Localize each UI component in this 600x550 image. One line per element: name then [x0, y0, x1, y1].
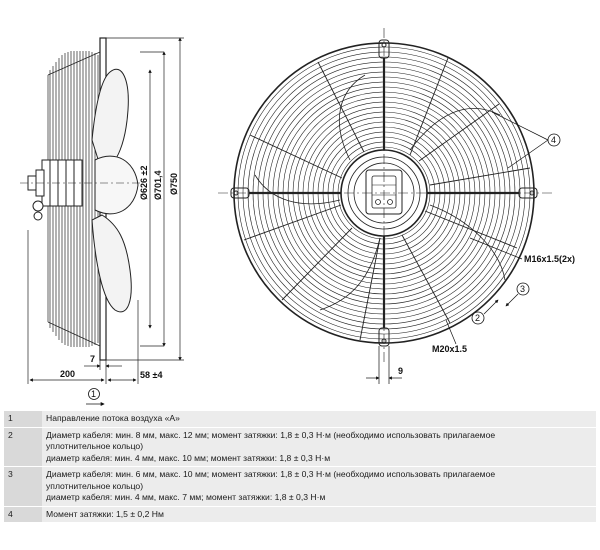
side-view [20, 37, 184, 384]
dim-9-lines [366, 346, 402, 384]
side-length-dims [27, 230, 139, 384]
dim-9: 9 [398, 366, 403, 376]
fan-technical-drawing: Ø626 ±2 Ø701,4 Ø750 200 7 58 ±4 1 [20, 28, 575, 406]
svg-text:3: 3 [520, 284, 525, 294]
svg-text:1: 1 [91, 389, 96, 399]
side-blade-upper [91, 68, 129, 173]
note-row: 1 Направление потока воздуха «А» [4, 411, 596, 427]
note-number: 1 [4, 411, 42, 427]
thread-m20-label: M20x1.5 [432, 344, 467, 354]
front-center-lines [218, 28, 552, 365]
dim-58: 58 ±4 [140, 370, 162, 380]
dim-7: 7 [90, 354, 95, 364]
side-blade-lower [91, 214, 132, 313]
note-row: 4 Момент затяжки: 1,5 ± 0,2 Нм [4, 506, 596, 522]
note-text: Диаметр кабеля: мин. 6 мм, макс. 10 мм; … [42, 467, 596, 506]
callout-2: 2 [471, 299, 499, 325]
front-view [218, 28, 552, 365]
airflow-direction-callout: 1 [86, 388, 105, 406]
note-number: 3 [4, 467, 42, 506]
note-line: диаметр кабеля: мин. 4 мм, макс. 10 мм; … [46, 452, 331, 463]
note-number: 2 [4, 427, 42, 466]
note-number: 4 [4, 506, 42, 522]
fan-blades [254, 74, 506, 311]
dim-701: Ø701,4 [153, 170, 163, 200]
note-text: Момент затяжки: 1,5 ± 0,2 Нм [42, 506, 596, 522]
svg-text:4: 4 [551, 135, 556, 145]
side-diameter-dims [106, 37, 184, 361]
thread-m16-label: M16x1.5(2x) [524, 254, 575, 264]
note-row: 2 Диаметр кабеля: мин. 8 мм, макс. 12 мм;… [4, 427, 596, 466]
callout-4: 4 [491, 111, 561, 169]
note-line: Диаметр кабеля: мин. 6 мм, макс. 10 мм; … [46, 469, 496, 479]
dim-750: Ø750 [169, 173, 179, 195]
note-line: Направление потока воздуха «А» [46, 413, 180, 423]
note-text: Диаметр кабеля: мин. 8 мм, макс. 12 мм; … [42, 427, 596, 466]
dim-626: Ø626 ±2 [139, 166, 149, 200]
note-text: Направление потока воздуха «А» [42, 411, 596, 427]
guard-radial-wires [243, 57, 531, 341]
note-line: диаметр кабеля: мин. 4 мм, макс. 7 мм; м… [46, 492, 326, 502]
svg-text:2: 2 [475, 313, 480, 323]
side-blade-middle [94, 155, 139, 215]
note-line: Момент затяжки: 1,5 ± 0,2 Нм [46, 508, 164, 519]
note-line: уплотнительное кольцо) [46, 441, 144, 451]
callout-3: 3 [505, 282, 530, 307]
note-line: Диаметр кабеля: мин. 8 мм, макс. 12 мм; … [46, 429, 496, 440]
dim-200: 200 [60, 369, 75, 379]
note-row: 3 Диаметр кабеля: мин. 6 мм, макс. 10 мм;… [4, 467, 596, 506]
note-line: уплотнительное кольцо) [46, 480, 144, 491]
